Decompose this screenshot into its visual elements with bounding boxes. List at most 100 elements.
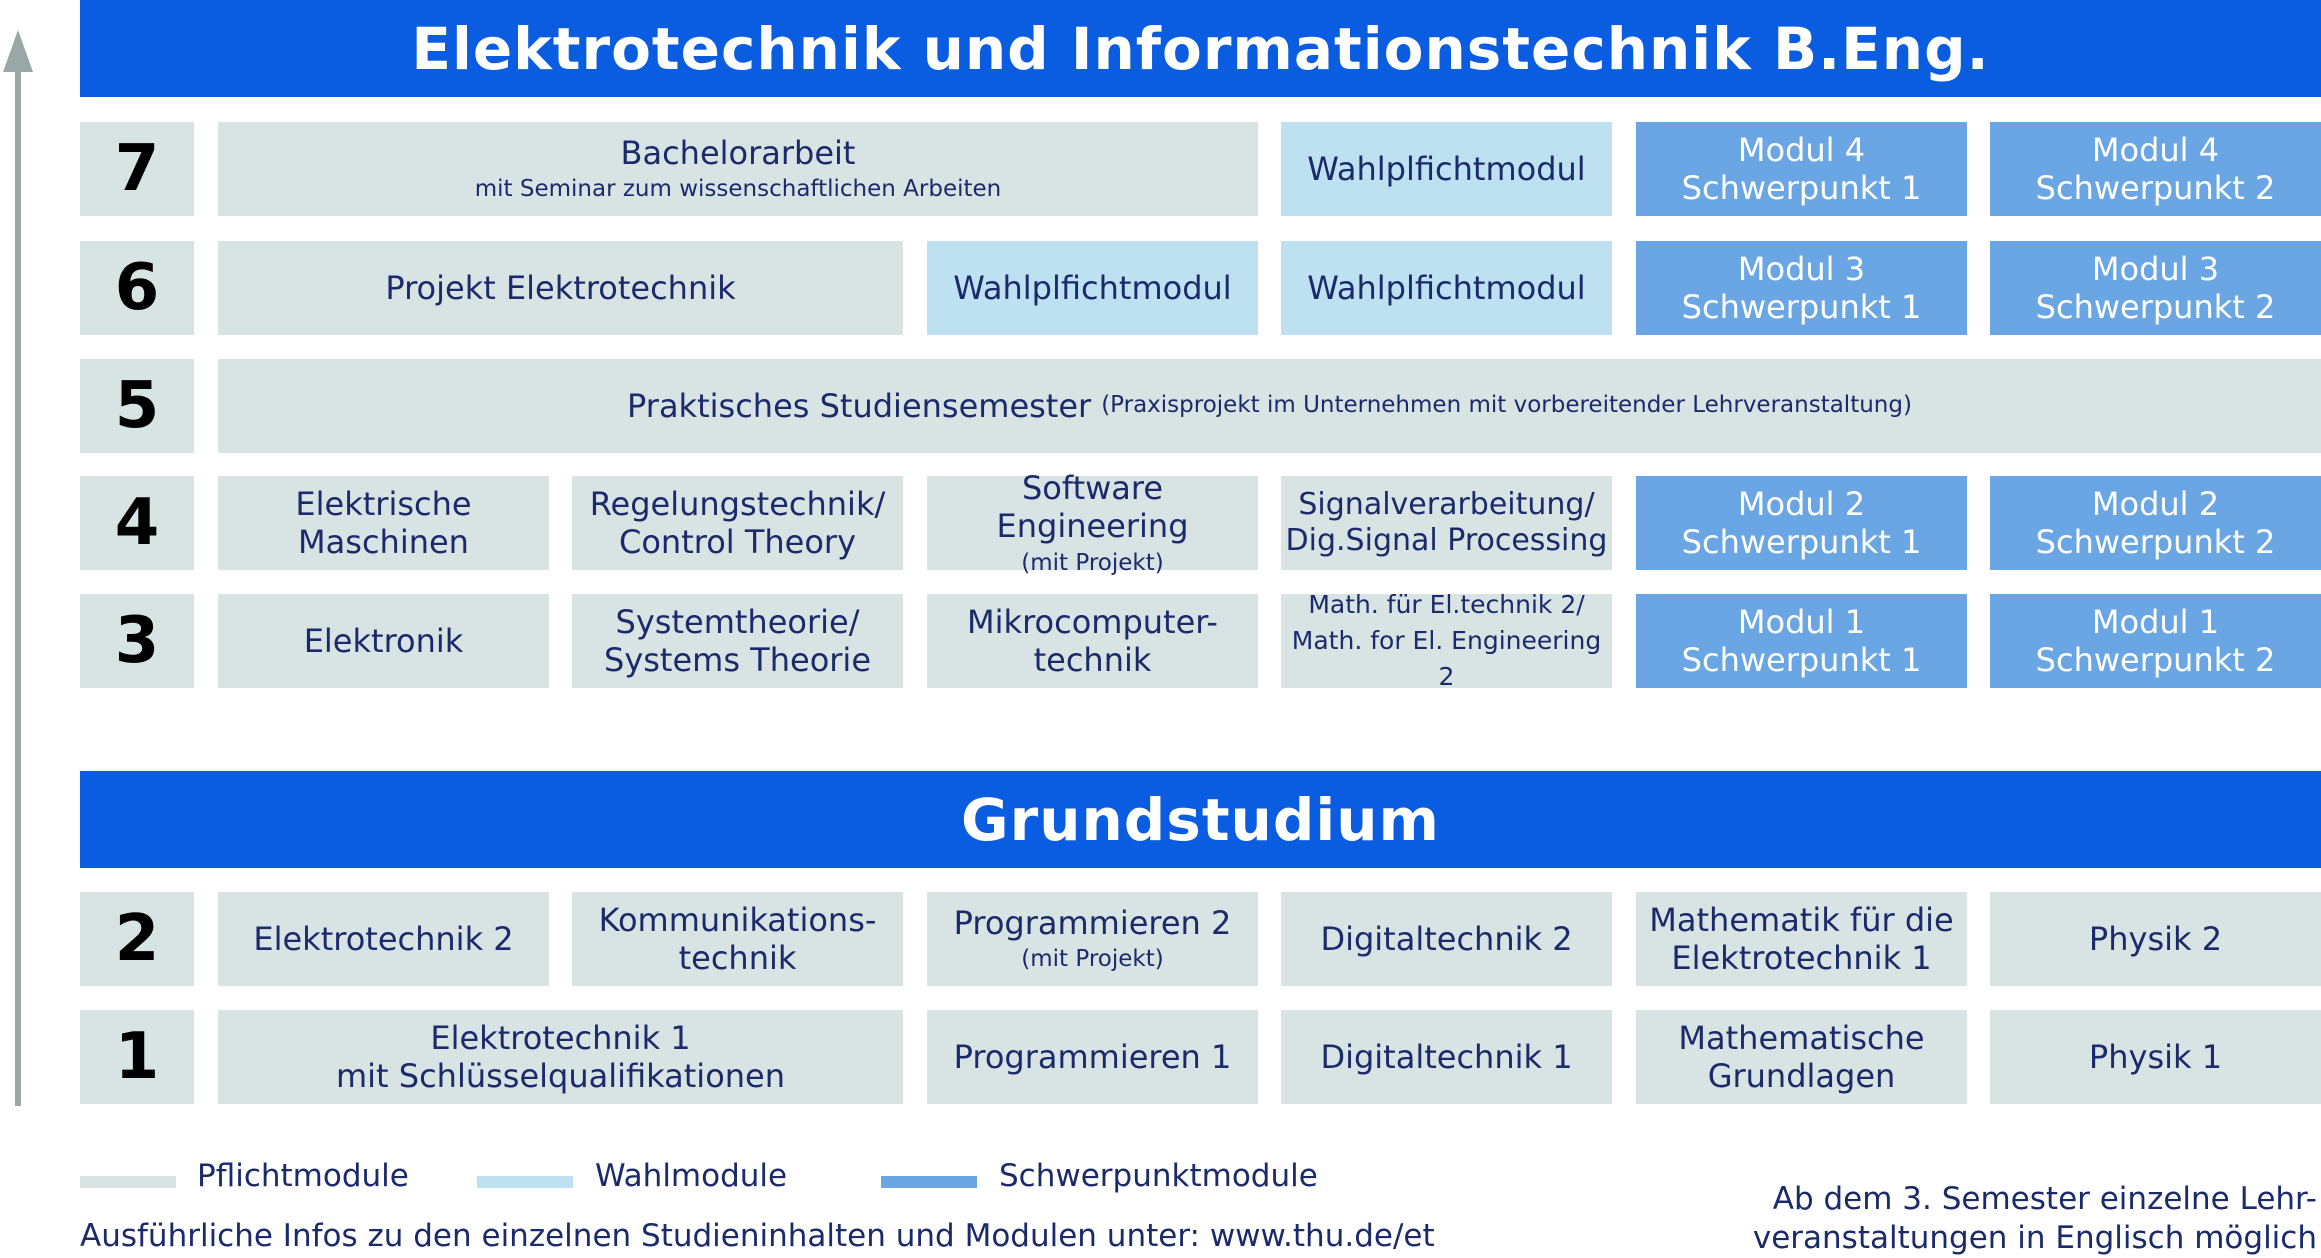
module-line1: Modul 4: [2091, 130, 2220, 169]
main-title: Elektrotechnik und Informationstechnik B…: [411, 14, 1990, 83]
module-title: Digitaltechnik 1: [1320, 1037, 1573, 1076]
module-line1: Modul 1: [2091, 602, 2220, 641]
semester-6-label: 6: [80, 241, 194, 335]
module-maschinen: Elektrische Maschinen: [218, 476, 549, 570]
legend-swatch-pflicht: [80, 1176, 176, 1188]
module-title: Digitaltechnik 2: [1320, 919, 1573, 958]
module-title: Wahlplfichtmodul: [1307, 149, 1586, 188]
module-mathe-2: Math. für El.technik 2/ Math. for El. En…: [1281, 590, 1612, 691]
module-subtitle: (mit Projekt): [1021, 549, 1164, 576]
module-et2: Elektrotechnik 2: [218, 892, 549, 986]
module-line2: Schwerpunkt 2: [2035, 523, 2276, 561]
module-m4-s1: Modul 4 Schwerpunkt 1: [1636, 122, 1967, 216]
main-title-banner: Elektrotechnik und Informationstechnik B…: [80, 0, 2321, 97]
module-wahlpflicht-7: Wahlplfichtmodul: [1281, 122, 1612, 216]
module-line1: Modul 1: [1737, 602, 1866, 641]
module-m1-s2: Modul 1 Schwerpunkt 2: [1990, 594, 2321, 688]
module-digi1: Digitaltechnik 1: [1281, 1010, 1612, 1104]
module-title: Wahlplfichtmodul: [1307, 268, 1586, 307]
module-line1: Mathematik für die: [1649, 900, 1954, 939]
module-signal: Signalverarbeitung/ Dig.Signal Processin…: [1281, 476, 1612, 570]
module-title: Programmieren 1: [953, 1037, 1232, 1076]
module-m3-s2: Modul 3 Schwerpunkt 2: [1990, 241, 2321, 335]
module-subtitle: (Praxisprojekt im Unternehmen mit vorber…: [1101, 392, 1912, 419]
module-line2: Schwerpunkt 1: [1681, 288, 1922, 326]
module-title: Projekt Elektrotechnik: [385, 268, 736, 307]
grundstudium-title: Grundstudium: [961, 785, 1440, 854]
semester-5-label: 5: [80, 359, 194, 453]
module-m2-s1: Modul 2 Schwerpunkt 1: [1636, 476, 1967, 570]
module-physik1: Physik 1: [1990, 1010, 2321, 1104]
module-line1: Signalverarbeitung/: [1298, 487, 1595, 522]
module-line2: Schwerpunkt 1: [1681, 169, 1922, 207]
semester-3-label: 3: [80, 594, 194, 688]
module-line1: Modul 4: [1737, 130, 1866, 169]
semester-arrow: [3, 30, 33, 1106]
footer-note-line2: veranstaltungen in Englisch möglich: [1752, 1219, 2317, 1256]
module-m4-s2: Modul 4 Schwerpunkt 2: [1990, 122, 2321, 216]
semester-7-label: 7: [80, 122, 194, 216]
module-digi2: Digitaltechnik 2: [1281, 892, 1612, 986]
module-line2: Elektrotechnik 1: [1671, 939, 1932, 977]
module-line1: Mikrocomputer-: [967, 602, 1218, 641]
module-line2: Schwerpunkt 2: [2035, 641, 2276, 679]
arrow-shaft: [15, 70, 21, 1106]
module-kommunikation: Kommunikations- technik: [572, 892, 903, 986]
legend-label-wahl: Wahlmodule: [595, 1158, 788, 1194]
module-m3-s1: Modul 3 Schwerpunkt 1: [1636, 241, 1967, 335]
module-line2: Dig.Signal Processing: [1285, 523, 1608, 558]
module-regelung: Regelungstechnik/ Control Theory: [572, 476, 903, 570]
module-line1: Modul 2: [2091, 484, 2220, 523]
grundstudium-banner: Grundstudium: [80, 771, 2321, 868]
footer-info-link: Ausführliche Infos zu den einzelnen Stud…: [80, 1218, 1435, 1254]
module-title: Elektrotechnik 2: [253, 919, 514, 958]
legend-swatch-schwerpunkt: [881, 1176, 977, 1188]
module-m1-s1: Modul 1 Schwerpunkt 1: [1636, 594, 1967, 688]
module-bachelorarbeit: Bachelorarbeit mit Seminar zum wissensch…: [218, 122, 1258, 216]
module-projekt: Projekt Elektrotechnik: [218, 241, 903, 335]
module-line2: technik: [1033, 641, 1152, 679]
module-title: Software Engineering: [996, 468, 1189, 546]
module-subtitle: (mit Projekt): [1021, 946, 1164, 973]
module-line2: Control Theory: [618, 523, 857, 561]
module-m2-s2: Modul 2 Schwerpunkt 2: [1990, 476, 2321, 570]
legend-label-pflicht: Pflichtmodule: [197, 1158, 409, 1194]
footer-english-note: Ab dem 3. Semester einzelne Lehr- verans…: [1753, 1180, 2317, 1258]
semester-2-label: 2: [80, 892, 194, 986]
module-wahlpflicht-6b: Wahlplfichtmodul: [1281, 241, 1612, 335]
module-line2: mit Schlüsselqualifikationen: [335, 1057, 786, 1095]
legend-swatch-wahl: [477, 1176, 573, 1188]
legend-label-schwerpunkt: Schwerpunktmodule: [999, 1158, 1318, 1194]
module-physik2: Physik 2: [1990, 892, 2321, 986]
module-line1: Modul 2: [1737, 484, 1866, 523]
module-title: Wahlplfichtmodul: [953, 268, 1232, 307]
module-line1: Kommunikations-: [598, 900, 877, 939]
module-line2: Schwerpunkt 2: [2035, 169, 2276, 207]
module-line1: Elektrotechnik 1: [430, 1018, 691, 1057]
module-line2: Systems Theorie: [604, 641, 871, 679]
arrow-head-icon: [3, 30, 33, 72]
semester-1-label: 1: [80, 1010, 194, 1104]
module-title: Elektronik: [303, 621, 464, 660]
module-line1: Modul 3: [2091, 249, 2220, 288]
module-line2: Grundlagen: [1707, 1057, 1896, 1095]
module-line2: Maschinen: [298, 523, 469, 561]
semester-4-label: 4: [80, 476, 194, 570]
footer-note-line1: Ab dem 3. Semester einzelne Lehr-: [1772, 1181, 2317, 1217]
module-software: Software Engineering (mit Projekt): [927, 469, 1258, 576]
module-grundlagen: Mathematische Grundlagen: [1636, 1010, 1967, 1104]
module-prog2: Programmieren 2 (mit Projekt): [927, 892, 1258, 986]
module-line2: Schwerpunkt 1: [1681, 641, 1922, 679]
module-prog1: Programmieren 1: [927, 1010, 1258, 1104]
module-title: Physik 1: [2088, 1037, 2223, 1076]
module-title: Physik 2: [2088, 919, 2223, 958]
module-line2: Schwerpunkt 1: [1681, 523, 1922, 561]
module-title: Programmieren 2: [953, 904, 1232, 942]
module-line1: Math. für El.technik 2/: [1308, 589, 1585, 619]
module-line1: Regelungstechnik/: [589, 484, 886, 523]
module-praxissemester: Praktisches Studiensemester (Praxisproje…: [218, 359, 2321, 453]
module-mikrocomputer: Mikrocomputer- technik: [927, 594, 1258, 688]
module-et1: Elektrotechnik 1 mit Schlüsselqualifikat…: [218, 1010, 903, 1104]
module-mathe-1: Mathematik für die Elektrotechnik 1: [1636, 892, 1967, 986]
module-title: Praktisches Studiensemester: [627, 386, 1092, 425]
